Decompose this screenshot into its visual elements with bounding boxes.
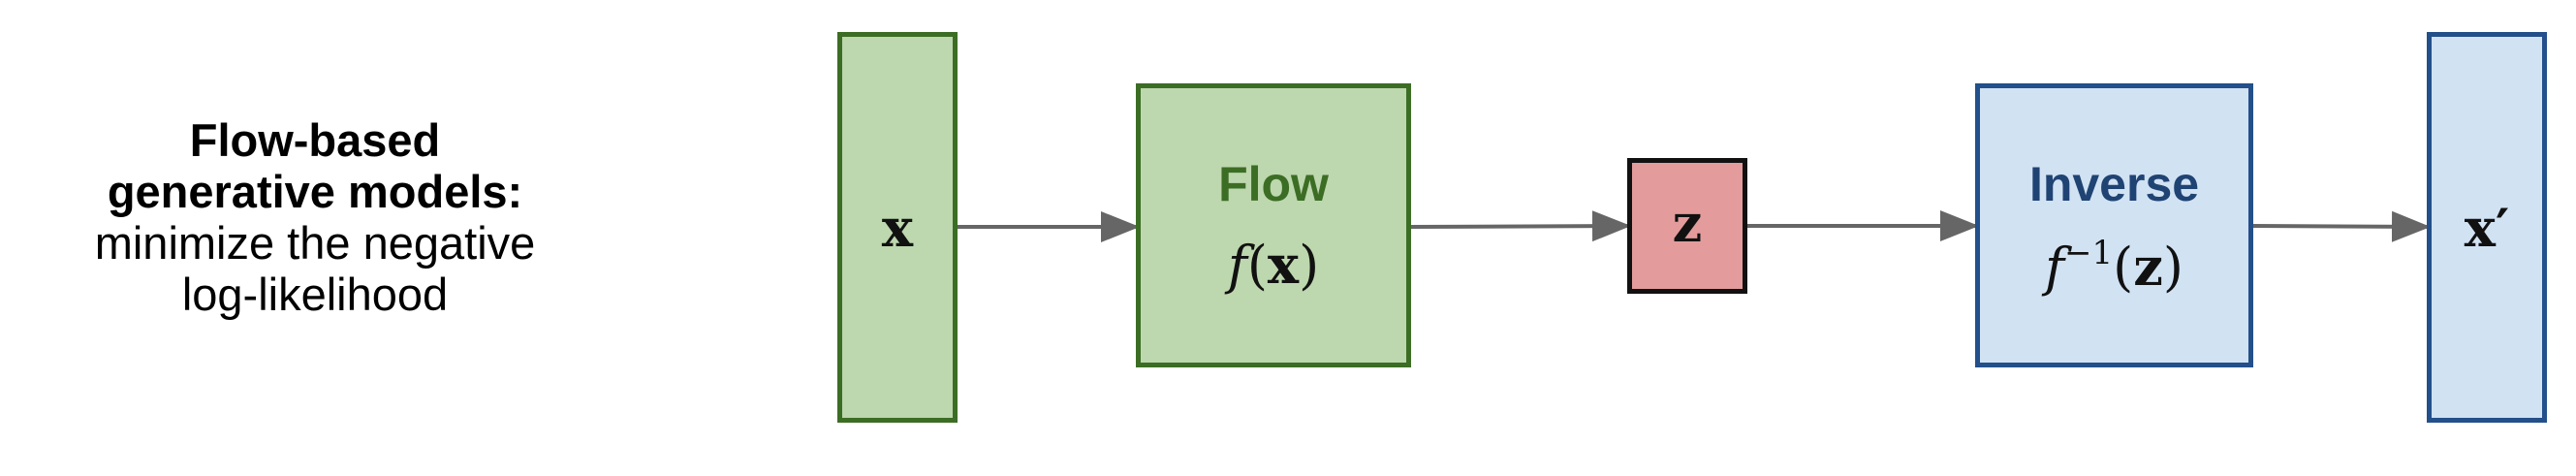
arrow-inverse-to-xprime	[2252, 210, 2431, 242]
inverse-function: f−1(z)	[2045, 234, 2183, 298]
flow-function: f(x)	[1227, 234, 1320, 296]
caption-line-3: minimize the negative	[94, 217, 536, 269]
output-prime-mark: ′	[2495, 197, 2510, 259]
latent-z-symbol: z	[1672, 192, 1703, 254]
diagram-caption: Flow-based generative models: minimize t…	[19, 114, 611, 320]
arrow-flow-to-z	[1410, 210, 1631, 242]
inverse-node: Inverse f−1(z)	[1975, 83, 2253, 367]
input-x-symbol: x	[881, 197, 914, 259]
caption-line-1: Flow-based	[189, 114, 441, 166]
input-x-node: x	[837, 32, 958, 423]
inverse-title: Inverse	[2028, 157, 2200, 211]
output-x-symbol: x	[2464, 197, 2496, 259]
output-x-prime-node: x′	[2427, 32, 2547, 423]
latent-z-node: z	[1627, 158, 1747, 294]
flow-title: Flow	[1218, 157, 1329, 211]
caption-line-4: log-likelihood	[181, 269, 449, 320]
caption-line-2: generative models:	[107, 166, 523, 217]
flow-node: Flow f(x)	[1136, 83, 1411, 367]
